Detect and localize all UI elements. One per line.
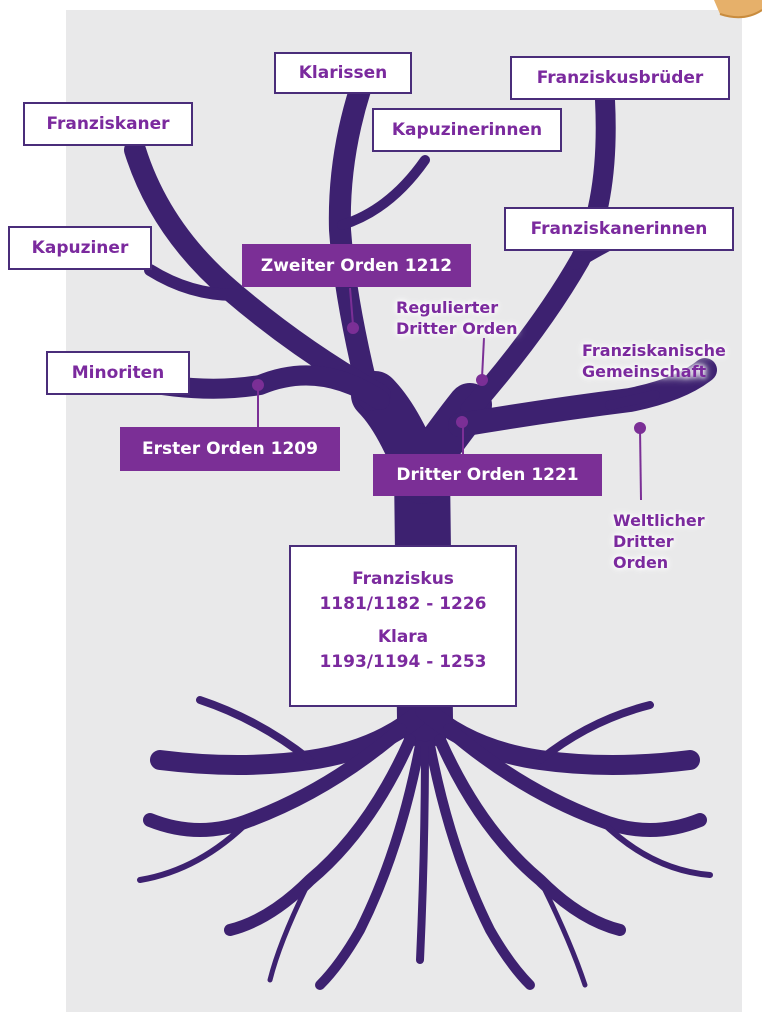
node-kapuziner: Kapuziner: [8, 226, 152, 270]
label-franziskanische-gemeinschaft: Franziskanische Gemeinschaft: [582, 341, 726, 381]
node-zweiter-orden: Zweiter Orden 1212: [242, 244, 471, 287]
node-erster-orden: Erster Orden 1209: [120, 427, 340, 471]
founder-franziskus-years: 1181/1182 - 1226: [319, 594, 487, 614]
label-weltlicher-dritter-orden: Weltlicher Dritter Orden: [613, 511, 705, 572]
node-franziskusbrueder: Franziskusbrüder: [510, 56, 730, 100]
node-dritter-orden: Dritter Orden 1221: [373, 454, 602, 496]
node-klarissen: Klarissen: [274, 52, 412, 94]
node-kapuzinerinnen: Kapuzinerinnen: [372, 108, 562, 152]
label-regulierter-dritter-orden: Regulierter Dritter Orden: [396, 298, 518, 338]
founders-box: Franziskus 1181/1182 - 1226 Klara 1193/1…: [289, 545, 517, 707]
corner-decoration: [714, 0, 762, 19]
node-minoriten: Minoriten: [46, 351, 190, 395]
founder-klara-years: 1193/1194 - 1253: [319, 652, 487, 672]
founder-klara-name: Klara: [377, 627, 429, 647]
node-franziskanerinnen: Franziskanerinnen: [504, 207, 734, 251]
node-franziskaner: Franziskaner: [23, 102, 193, 146]
founder-franziskus-name: Franziskus: [352, 569, 454, 589]
